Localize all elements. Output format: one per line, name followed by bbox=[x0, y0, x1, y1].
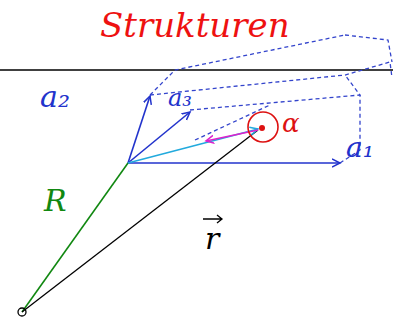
vector-label: a₁ bbox=[346, 134, 374, 162]
vector-label: r bbox=[205, 224, 219, 254]
title: Strukturen bbox=[100, 8, 290, 42]
vector-label: a₃ bbox=[168, 86, 192, 110]
angle-label: α bbox=[282, 110, 300, 136]
vector-label: a₂ bbox=[40, 82, 70, 112]
vector-label: R bbox=[44, 186, 67, 216]
